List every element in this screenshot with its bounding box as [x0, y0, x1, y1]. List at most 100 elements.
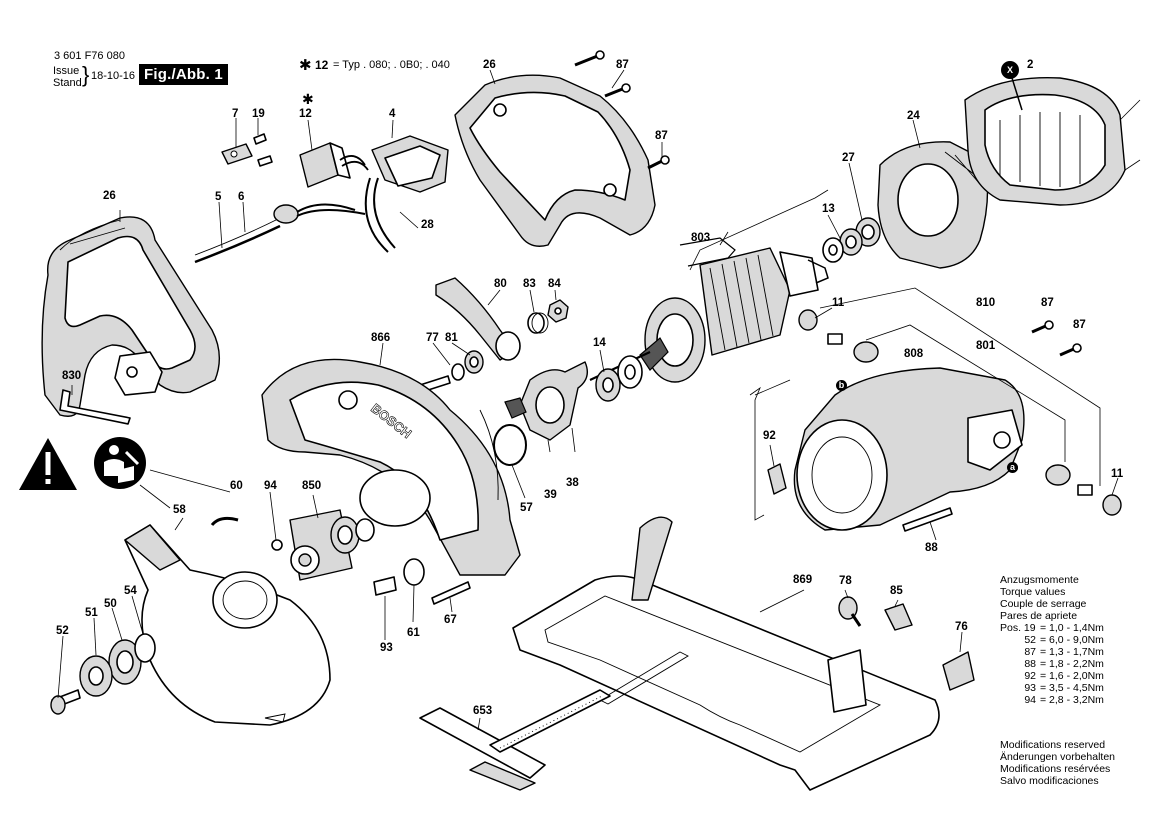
- screw-87-mid: [647, 155, 670, 170]
- label-808: 808: [904, 348, 924, 360]
- gear-bracket: [289, 509, 375, 581]
- label-87-a: 87: [616, 59, 629, 71]
- torque-value: = 6,0 - 9,0Nm: [1040, 634, 1104, 646]
- read-manual-icon: [94, 437, 146, 489]
- label-19: 19: [252, 108, 265, 120]
- part-number: 3 601 F76 080: [54, 50, 125, 62]
- motor-housing: [793, 367, 1025, 531]
- figure-label: Fig./Abb. 1: [139, 64, 228, 85]
- wing-nut-85: [884, 603, 913, 631]
- torque-row: 52 = 6,0 - 9,0Nm: [1000, 634, 1104, 646]
- washer-77: [451, 363, 465, 381]
- label-87-b: 87: [655, 130, 668, 142]
- label-81: 81: [445, 332, 458, 344]
- washer-54: [134, 633, 156, 663]
- label-57: 57: [520, 502, 533, 514]
- torque-key: 94: [1024, 694, 1036, 706]
- label-12-star: ✱: [302, 91, 314, 107]
- label-2: 2: [1027, 59, 1034, 71]
- issue-label-line-2: Stand: [53, 77, 82, 89]
- screw-87-top-b: [604, 83, 631, 98]
- torque-value: = 1,3 - 1,7Nm: [1040, 646, 1104, 658]
- label-60: 60: [230, 480, 243, 492]
- field-housing-shroud: [877, 141, 989, 269]
- torque-table: Anzugsmomente Torque values Couple de se…: [1000, 574, 1104, 706]
- label-6: 6: [238, 191, 245, 203]
- label-850: 850: [302, 480, 322, 492]
- label-88: 88: [925, 542, 938, 554]
- label-94: 94: [264, 480, 277, 492]
- label-58: 58: [173, 504, 186, 516]
- label-87-c: 87: [1041, 297, 1054, 309]
- leader-lines: [57, 69, 1119, 731]
- bearing-13: [822, 228, 863, 263]
- label-84: 84: [548, 278, 561, 290]
- label-92: 92: [763, 430, 776, 442]
- typ-note-text: = Typ . 080; . 0B0; . 040: [333, 59, 450, 71]
- o-ring: [493, 424, 527, 466]
- warning-triangle-icon: [19, 438, 77, 490]
- issue-label-line-1: Issue: [53, 65, 80, 77]
- main-switch: [364, 135, 449, 253]
- label-830: 830: [62, 370, 82, 382]
- label-83: 83: [523, 278, 536, 290]
- screw-87-right-a: [1031, 320, 1054, 334]
- label-24: 24: [907, 110, 920, 122]
- screw-93: [373, 576, 397, 596]
- label-78: 78: [839, 575, 852, 587]
- label-810: 810: [976, 297, 996, 309]
- label-67: 67: [444, 614, 457, 626]
- bracket-92: [767, 463, 787, 495]
- label-51: 51: [85, 607, 98, 619]
- typ-note-number: 12: [315, 58, 329, 72]
- lower-blade-guard: [124, 524, 331, 726]
- label-b: b: [836, 380, 847, 391]
- torque-key: Pos. 19: [1000, 622, 1036, 634]
- torque-value: = 2,8 - 3,2Nm: [1040, 694, 1104, 706]
- modifications-es: Salvo modificaciones: [1000, 775, 1099, 787]
- torque-row: 88 = 1,8 - 2,2Nm: [1000, 658, 1104, 670]
- base-plate: [512, 516, 940, 791]
- cable-clamp: [221, 133, 273, 167]
- label-38: 38: [566, 477, 579, 489]
- bushing-61: [403, 558, 425, 586]
- label-93: 93: [380, 642, 393, 654]
- issue-label: Issue Stand: [53, 65, 82, 89]
- screw-78: [838, 596, 862, 627]
- rear-handle: [41, 216, 220, 417]
- typ-note-star: ✱: [299, 57, 312, 74]
- label-80: 80: [494, 278, 507, 290]
- parallel-guide: [419, 689, 611, 791]
- label-27: 27: [842, 152, 855, 164]
- label-26-top: 26: [483, 59, 496, 71]
- torque-value: = 1,6 - 2,0Nm: [1040, 670, 1104, 682]
- label-869: 869: [793, 574, 813, 586]
- label-4: 4: [389, 108, 396, 120]
- label-85: 85: [890, 585, 903, 597]
- label-50: 50: [104, 598, 117, 610]
- label-12: 12: [299, 108, 312, 120]
- bearing-14: [595, 355, 643, 402]
- cap-11a: [798, 309, 818, 331]
- label-61: 61: [407, 627, 420, 639]
- label-77: 77: [426, 332, 439, 344]
- brush-holder-b: [1010, 464, 1071, 486]
- cap-11b: [1102, 494, 1122, 516]
- label-87-d: 87: [1073, 319, 1086, 331]
- upper-blade-guard: BOSCH: [261, 358, 521, 576]
- label-13: 13: [822, 203, 835, 215]
- label-14: 14: [593, 337, 606, 349]
- power-cable: [194, 203, 366, 264]
- torque-value: = 1,8 - 2,2Nm: [1040, 658, 1104, 670]
- torque-key: 52: [1024, 634, 1036, 646]
- lever: [435, 277, 521, 361]
- torque-key: 88: [1024, 658, 1036, 670]
- torque-value: = 3,5 - 4,5Nm: [1040, 682, 1104, 694]
- pin-67: [431, 581, 471, 605]
- label-76: 76: [955, 621, 968, 633]
- torque-value: = 1,0 - 1,4Nm: [1040, 622, 1104, 634]
- label-39: 39: [544, 489, 557, 501]
- nut-84: [547, 299, 569, 323]
- housing-cover: [454, 74, 656, 247]
